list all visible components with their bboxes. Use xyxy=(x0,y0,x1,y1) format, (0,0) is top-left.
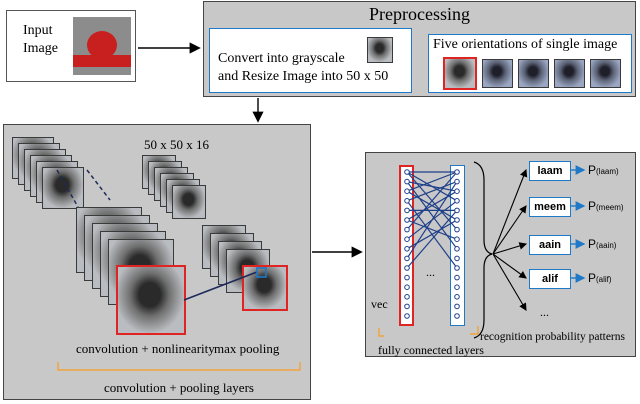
feature-map-label: 50 x 50 x 16 xyxy=(144,137,209,152)
pool-label: max pooling xyxy=(214,341,280,356)
pool2-highlighted-map xyxy=(242,265,288,311)
preprocessing-panel: Preprocessing Convert into grayscale and… xyxy=(203,1,636,97)
orientation-4 xyxy=(554,59,585,88)
conv2-highlighted-map xyxy=(116,265,186,335)
convert-resize-box: Convert into grayscale and Resize Image … xyxy=(209,28,412,93)
class-laam: laam xyxy=(529,161,571,181)
convert-line2: and Resize Image into 50 x 50 xyxy=(218,69,389,84)
prob-alif: P(alif) xyxy=(588,271,612,285)
hidden-ellipsis: ... xyxy=(426,265,435,279)
class-alif: alif xyxy=(529,269,571,289)
input-label-line1: Input xyxy=(23,23,53,38)
cnn-panel: 50 x 50 x 16 convolution + nonlinearity … xyxy=(3,124,311,400)
convert-line1: Convert into grayscale xyxy=(218,51,345,66)
prob-laam: P(laam) xyxy=(588,163,619,177)
hidden-column xyxy=(450,165,465,326)
input-image xyxy=(73,17,131,75)
orientations-box: Five orientations of single image xyxy=(428,34,632,93)
cnn-section-label: convolution + pooling layers xyxy=(104,380,254,395)
orientation-2 xyxy=(482,59,513,88)
fully-connected-panel: vec ... fully connected layers recogniti… xyxy=(365,152,636,357)
input-image-panel: Input Image xyxy=(6,10,136,82)
pool1-map-6 xyxy=(172,185,206,219)
class-meem: meem xyxy=(529,197,571,217)
grayscale-thumbnail xyxy=(367,37,393,63)
prob-meem: P(meem) xyxy=(588,199,624,213)
more-outputs: ... xyxy=(540,305,549,319)
orientations-title: Five orientations of single image xyxy=(433,37,618,52)
prob-aain: P(aain) xyxy=(588,237,617,251)
input-label-line2: Image xyxy=(23,41,58,56)
class-aain: aain xyxy=(529,235,571,255)
orientation-1 xyxy=(443,57,477,90)
patterns-label: recognition probability patterns xyxy=(480,331,625,343)
vec-label: vec xyxy=(371,297,388,311)
vec-column xyxy=(399,165,414,326)
orientation-5 xyxy=(590,59,621,88)
preprocessing-title: Preprocessing xyxy=(369,4,470,24)
fc-section-label: fully connected layers xyxy=(378,343,484,357)
conv-label: convolution + nonlinearity xyxy=(76,341,215,356)
conv1-map-6 xyxy=(42,167,84,209)
orientation-3 xyxy=(518,59,549,88)
